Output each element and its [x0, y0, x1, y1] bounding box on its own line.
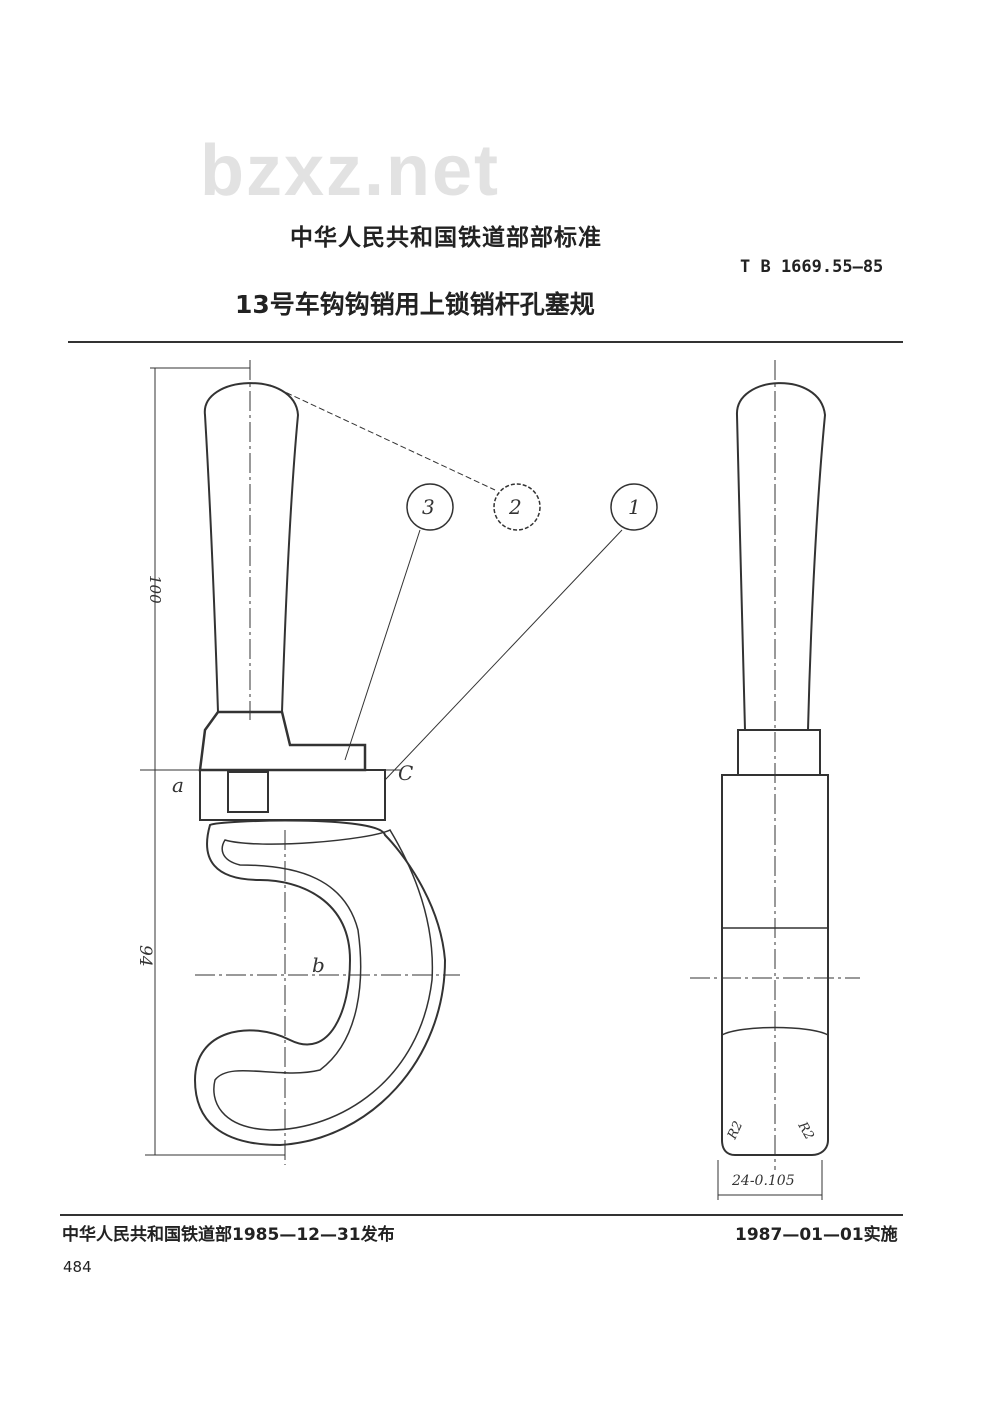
watermark: bzxz.net	[200, 131, 501, 211]
balloon-2-label: 2	[508, 495, 522, 519]
dimension-94: 94	[135, 945, 155, 967]
radius-left: R2	[725, 1119, 747, 1143]
balloon-1-label: 1	[628, 495, 641, 519]
side-view	[690, 360, 860, 1200]
page-number: 484	[63, 1258, 92, 1276]
label-b: b	[312, 953, 325, 977]
standard-code: T B 1669.55—85	[740, 257, 884, 277]
document-title: 13号车钩钩销用上锁销杆孔塞规	[235, 290, 595, 319]
dimension-100: 100	[146, 575, 164, 604]
balloon-3-label: 3	[422, 495, 435, 519]
label-a: a	[172, 773, 184, 797]
organization-heading: 中华人民共和国铁道部部标准	[290, 225, 602, 251]
effective-date: 1987—01—01实施	[735, 1225, 898, 1245]
label-c: C	[398, 761, 413, 785]
front-view	[140, 360, 658, 1165]
issue-date: 中华人民共和国铁道部1985—12—31发布	[62, 1225, 395, 1245]
radius-right: R2	[794, 1119, 817, 1143]
dimension-width: 24-0.105	[731, 1173, 795, 1189]
